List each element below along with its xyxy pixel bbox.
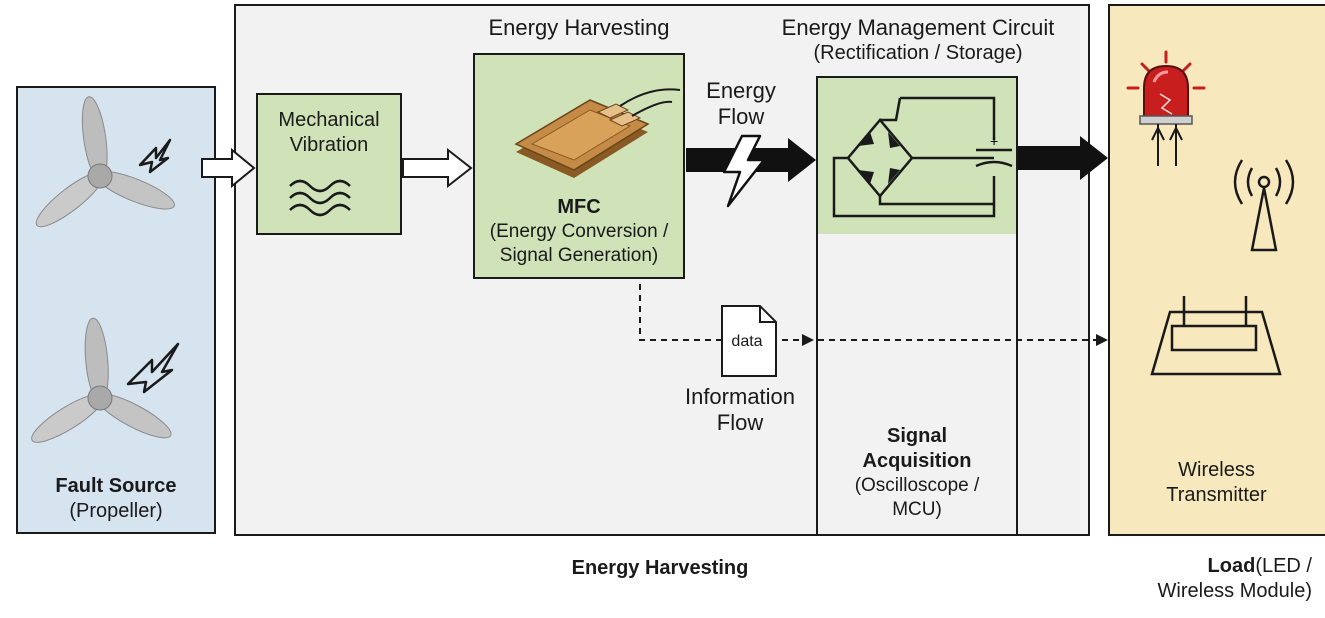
energy-harvesting-header: Energy Harvesting	[488, 15, 670, 40]
information-flow-line2: Flow	[716, 410, 764, 435]
fault-spark-icon	[138, 138, 172, 174]
fault-source-panel	[16, 86, 216, 534]
wireless-module-icon	[1150, 296, 1282, 376]
data-icon-label: data	[731, 333, 763, 350]
signal-acq-line2: Acquisition	[862, 450, 972, 472]
signal-acq-line1: Signal	[886, 425, 947, 447]
mechanical-label-line2: Vibration	[289, 134, 369, 156]
fault-source-subtitle: (Propeller)	[69, 500, 163, 522]
lightning-icon	[722, 134, 766, 208]
plus-sign: +	[990, 133, 998, 149]
information-flow-line1: Information	[684, 384, 796, 409]
signal-acq-line3: (Oscilloscope /	[854, 475, 980, 496]
signal-acquisition-box	[816, 234, 1018, 536]
footer-load-bold: Load	[1207, 555, 1256, 577]
energy-flow-line1: Energy	[706, 78, 776, 103]
footer-energy-harvesting: Energy Harvesting	[571, 557, 749, 579]
vibration-waves-icon	[289, 179, 351, 217]
emc-title: Energy Management Circuit	[781, 15, 1055, 40]
data-file-icon	[721, 305, 777, 377]
wireless-line1: Wireless	[1178, 459, 1255, 481]
fault-source-label: Fault Source (Propeller)	[16, 474, 216, 524]
fault-spark-icon	[126, 342, 180, 394]
fault-source-title: Fault Source	[55, 475, 177, 497]
mfc-line2: Signal Generation)	[499, 245, 659, 266]
signal-acq-line4: MCU)	[892, 499, 942, 520]
emc-subtitle: (Rectification / Storage)	[813, 42, 1023, 64]
emc-label: Energy Management Circuit (Rectification…	[740, 15, 1096, 66]
propeller-icon	[35, 96, 175, 228]
bridge-rectifier-icon	[832, 96, 1013, 218]
propeller-icon	[31, 317, 172, 443]
mfc-line1: (Energy Conversion /	[489, 221, 669, 242]
led-icon	[1126, 50, 1206, 166]
diode-icon	[858, 132, 900, 184]
information-flow-label: Information Flow	[662, 384, 818, 436]
mechanical-vibration-label: Mechanical Vibration	[256, 108, 402, 158]
mfc-label: MFC (Energy Conversion / Signal Generati…	[473, 195, 685, 268]
signal-acquisition-label: Signal Acquisition (Oscilloscope / MCU)	[816, 424, 1018, 522]
energy-flow-label: Energy Flow	[686, 78, 796, 130]
mfc-patch-icon	[514, 88, 681, 178]
wireless-line2: Transmitter	[1166, 484, 1267, 506]
hollow-arrow-icon	[201, 147, 256, 189]
mfc-title: MFC	[557, 196, 601, 218]
footer-load-label: Load(LED / Wireless Module)	[1100, 554, 1312, 604]
antenna-icon	[1233, 159, 1295, 252]
wireless-transmitter-label: Wireless Transmitter	[1108, 458, 1325, 508]
energy-output-arrow	[1018, 136, 1108, 180]
footer-load-rest: (LED /	[1255, 555, 1312, 577]
energy-flow-line2: Flow	[717, 104, 765, 129]
hollow-arrow-icon	[402, 147, 473, 189]
mechanical-label-line1: Mechanical	[278, 109, 380, 131]
footer-load-line2: Wireless Module)	[1157, 580, 1312, 602]
